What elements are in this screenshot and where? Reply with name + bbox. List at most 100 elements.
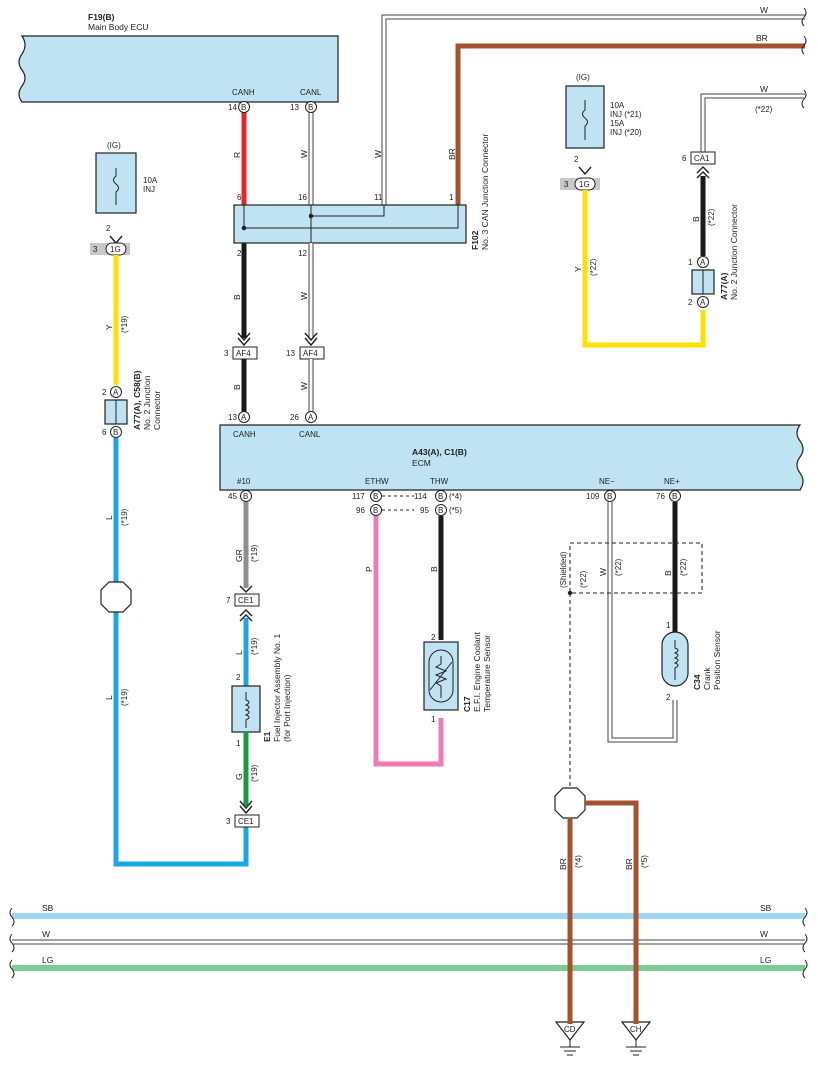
f102-ref: F102 (470, 230, 480, 250)
ecm-neplus-pin-no: 76 (656, 492, 665, 501)
f102-w-label: W (373, 150, 383, 158)
gr-note: (*19) (250, 544, 259, 562)
ecm-thw-b-terminal (435, 504, 447, 516)
ecm-ethw-a-terminal (370, 490, 382, 502)
right-w-note: (*22) (755, 105, 773, 114)
top-br-label: BR (756, 33, 768, 43)
ecm-inj-terminal (240, 490, 252, 502)
crank-pin-top: 1 (666, 621, 671, 630)
ca1-no: 6 (682, 154, 687, 163)
left-jc-bot-terminal (110, 426, 122, 438)
left-l-note-2: (*19) (120, 688, 129, 706)
br-ch-note: (*5) (640, 855, 649, 868)
ecm-neplus-letter: B (672, 492, 677, 501)
right-jc-top-terminal (697, 256, 709, 268)
ce1-bot-no: 3 (226, 817, 231, 826)
canh-r-label: R (232, 152, 242, 158)
right-w-wire-outline (700, 93, 805, 155)
inj-g-label: G (234, 773, 244, 780)
ecm-neminus-label: NE− (599, 477, 615, 486)
ecm-neplus-terminal (669, 490, 681, 502)
right-w-label: W (760, 84, 768, 94)
left-jc-top-letter: A (113, 388, 119, 397)
ecm-box (219, 424, 804, 491)
af4-left-chevron (237, 332, 251, 347)
crank-pin-bot: 2 (666, 693, 671, 702)
ne-w-wire (608, 502, 677, 742)
ecu-canh-term: B (241, 103, 246, 112)
right-jc-bot-letter: A (700, 298, 706, 307)
shield-note: (*22) (579, 570, 588, 588)
left-jc-bot-pin: 6 (102, 428, 107, 437)
ce1-top-chevron-lower (239, 609, 253, 622)
ecm-thw-b-letter: B (438, 506, 443, 515)
canh-b-label-upper: B (232, 294, 242, 300)
ecm-ethw-a-letter: B (373, 492, 378, 501)
ce1-top-no: 7 (226, 596, 231, 605)
left-jc-ref: A77(A), C58(B) (132, 370, 142, 430)
canh-b-label-lower: B (232, 384, 242, 390)
top-br-wire (455, 43, 805, 205)
f102-pin-6: 6 (237, 193, 242, 202)
ground-cd-icon (560, 1040, 580, 1056)
ecm-neminus-letter: B (607, 492, 612, 501)
ca1-name: CA1 (694, 154, 710, 163)
ecm-inj-label: #10 (237, 477, 251, 486)
right-fuse-ig: (IG) (576, 73, 590, 82)
ecm-inj-pin-no: 45 (228, 492, 237, 501)
ecm-neplus-label: NE+ (664, 477, 680, 486)
left-fuse-name: INJ (143, 185, 155, 194)
p-wire (373, 516, 444, 767)
right-fuse-chevron (578, 166, 592, 176)
ground-cd-label: CD (564, 1025, 576, 1034)
ecm-canh-terminal (238, 411, 250, 423)
ce1-bot-name: CE1 (238, 817, 254, 826)
ecu-canh-label: CANH (232, 88, 255, 97)
top-w-wire (381, 14, 805, 205)
p-label: P (364, 566, 374, 572)
right-jc-bot-pin: 2 (688, 298, 693, 307)
injector-pin-bot: 1 (236, 739, 241, 748)
ecm-thw-a-no: 114 (414, 492, 427, 501)
ecu-canl-pin-no: 13 (290, 103, 299, 112)
ecu-canl-label: CANL (300, 88, 322, 97)
injector-ref: E1 (262, 731, 272, 742)
left-jc-bot-letter: B (113, 428, 118, 437)
inj-l-label: L (234, 650, 244, 655)
af4-right-no: 13 (286, 349, 295, 358)
canl-w-label-upper: W (299, 292, 309, 300)
ecm-neminus-pin-no: 109 (586, 492, 600, 501)
left-fuse-rating: 10A (143, 176, 158, 185)
ne-b-label: B (663, 570, 673, 576)
crank-name: Crank (702, 667, 712, 690)
ecm-canh-term-letter: A (241, 413, 247, 422)
ecm-ethw-a-no: 117 (352, 492, 365, 501)
ground-ch-icon (626, 1040, 646, 1056)
left-fuse-chevron (109, 235, 123, 245)
ecm-thw-a-letter: B (438, 492, 443, 501)
right-y-wire (582, 190, 706, 348)
coolant-thermistor-arrow (429, 661, 453, 691)
left-l-label-1: L (104, 515, 114, 520)
shield-drain-dot (567, 590, 573, 596)
f102-junction-box (233, 204, 467, 244)
ecm-name: ECM (412, 458, 431, 468)
br-ch-label: BR (624, 858, 634, 870)
ne-w-note: (*22) (614, 558, 623, 576)
coolant-pin-bot: 1 (431, 715, 436, 724)
left-fuse-ig: (IG) (107, 141, 121, 150)
sb-label-right: SB (760, 903, 772, 913)
ecm-canl-pin-no: 26 (290, 413, 299, 422)
right-fuse-pin: 2 (574, 155, 579, 164)
ecu-canl-terminal (305, 101, 317, 113)
f102-internal-lines (241, 205, 459, 243)
f102-name: No. 3 CAN Junction Connector (480, 134, 490, 250)
ecm-inj-term-letter: B (243, 492, 248, 501)
ecm-thw-a-terminal (435, 490, 447, 502)
ca1-connector (690, 151, 716, 165)
left-fuse-icon (113, 168, 119, 205)
injector-pin-top: 2 (236, 673, 241, 682)
main-body-ecu-box (18, 35, 339, 103)
crank-ref: C34 (692, 674, 702, 690)
af4-left-name: AF4 (236, 349, 251, 358)
